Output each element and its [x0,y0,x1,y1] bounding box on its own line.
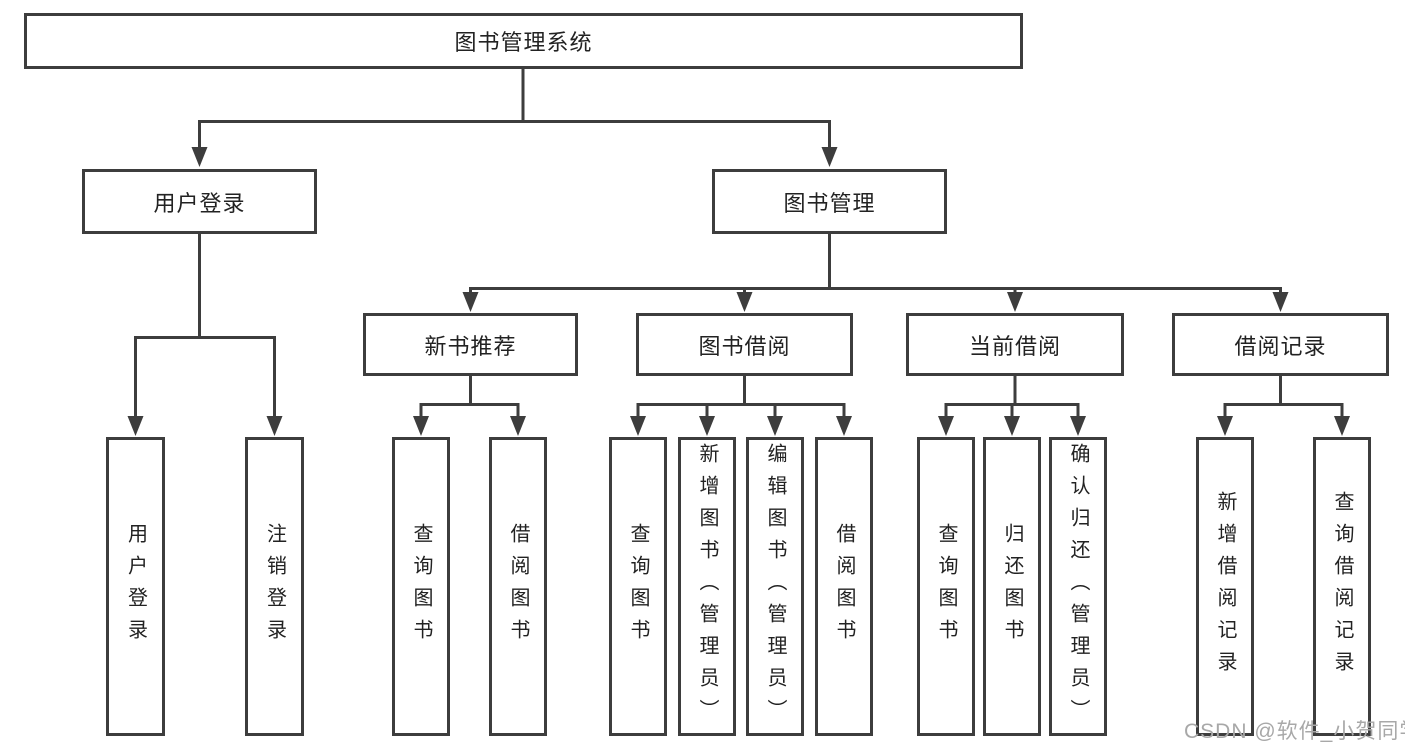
leaf-cb-return-books: 归还图书 [983,437,1041,736]
leaf-logout: 注销登录 [245,437,304,736]
node-user-login-label: 用户登录 [153,190,246,216]
node-new-book-recommend: 新书推荐 [363,313,578,376]
node-borrowing-records: 借阅记录 [1172,313,1389,376]
leaf-br-add-record: 新增借阅记录 [1196,437,1254,736]
arrowhead-book-borrowing [736,292,753,312]
node-book-borrowing: 图书借阅 [636,313,853,376]
node-book-borrowing-label: 图书借阅 [698,333,791,359]
connector-book-borrowing-children [636,376,846,418]
connector-book-management-children [469,234,1282,294]
leaf-cb-query-books-label: 查询图书 [935,522,957,651]
arrowhead-rec-query-books [413,416,429,436]
leaf-bb-borrow-books-label: 借阅图书 [833,522,855,651]
node-current-borrowing-label: 当前借阅 [968,333,1061,359]
node-user-login: 用户登录 [82,169,317,234]
leaf-cb-return-books-label: 归还图书 [1001,522,1023,651]
node-root: 图书管理系统 [24,13,1023,69]
connector-user-login-children [134,234,276,418]
arrowhead-leaf-logout [266,416,283,436]
leaf-user-login: 用户登录 [106,437,165,736]
arrowhead-cb-return-books [1004,416,1020,436]
arrowhead-current-borrowing [1007,292,1023,312]
connectors [127,69,1350,436]
leaf-bb-borrow-books: 借阅图书 [815,437,873,736]
node-root-label: 图书管理系统 [454,30,593,55]
leaf-rec-borrow-books-label: 借阅图书 [507,522,529,651]
leaf-br-query-record-label: 查询借阅记录 [1331,490,1353,683]
leaf-br-query-record: 查询借阅记录 [1313,437,1371,736]
leaf-bb-edit-books-admin: 编辑图书（管理员） [746,437,804,736]
node-current-borrowing: 当前借阅 [906,313,1124,376]
leaf-rec-query-books-label: 查询图书 [410,522,432,651]
arrowhead-leaf-user-login [127,416,144,436]
leaf-cb-confirm-return-admin-label: 确认归还（管理员） [1067,442,1089,731]
leaf-logout-label: 注销登录 [263,522,286,651]
connector-new-book-recommend-children [419,376,520,418]
watermark: CSDN @软件_小贺同学 [1184,720,1405,743]
arrowhead-new-book-recommend [462,292,479,312]
arrowhead-book-management [821,147,838,167]
arrowhead-bb-query-books [630,416,646,436]
leaf-rec-query-books: 查询图书 [392,437,450,736]
leaf-bb-query-books-label: 查询图书 [627,522,649,651]
arrowhead-rec-borrow-books [510,416,526,436]
arrowhead-br-query-record [1334,416,1350,436]
leaf-user-login-label: 用户登录 [124,522,147,651]
node-borrowing-records-label: 借阅记录 [1234,333,1327,359]
leaf-bb-add-books-admin: 新增图书（管理员） [678,437,736,736]
arrowhead-cb-confirm-return [1070,416,1086,436]
arrowhead-cb-query-books [938,416,954,436]
arrowhead-br-add-record [1217,416,1233,436]
arrowhead-borrowing-records [1272,292,1289,312]
connector-root-children [198,69,831,149]
connector-borrowing-records-children [1223,376,1344,418]
leaf-cb-query-books: 查询图书 [917,437,975,736]
arrowhead-bb-borrow-books [836,416,852,436]
leaf-bb-query-books: 查询图书 [609,437,667,736]
leaf-bb-edit-books-admin-label: 编辑图书（管理员） [764,442,786,731]
leaf-bb-add-books-admin-label: 新增图书（管理员） [696,442,718,731]
leaf-br-add-record-label: 新增借阅记录 [1214,490,1236,683]
leaf-rec-borrow-books: 借阅图书 [489,437,547,736]
node-book-management-label: 图书管理 [783,190,876,216]
connector-current-borrowing-children [944,376,1080,418]
leaf-cb-confirm-return-admin: 确认归还（管理员） [1049,437,1107,736]
arrowhead-bb-add-books [699,416,715,436]
arrowhead-user-login [191,147,208,167]
arrowhead-bb-edit-books [767,416,783,436]
node-book-management: 图书管理 [712,169,947,234]
node-new-book-recommend-label: 新书推荐 [424,333,517,359]
